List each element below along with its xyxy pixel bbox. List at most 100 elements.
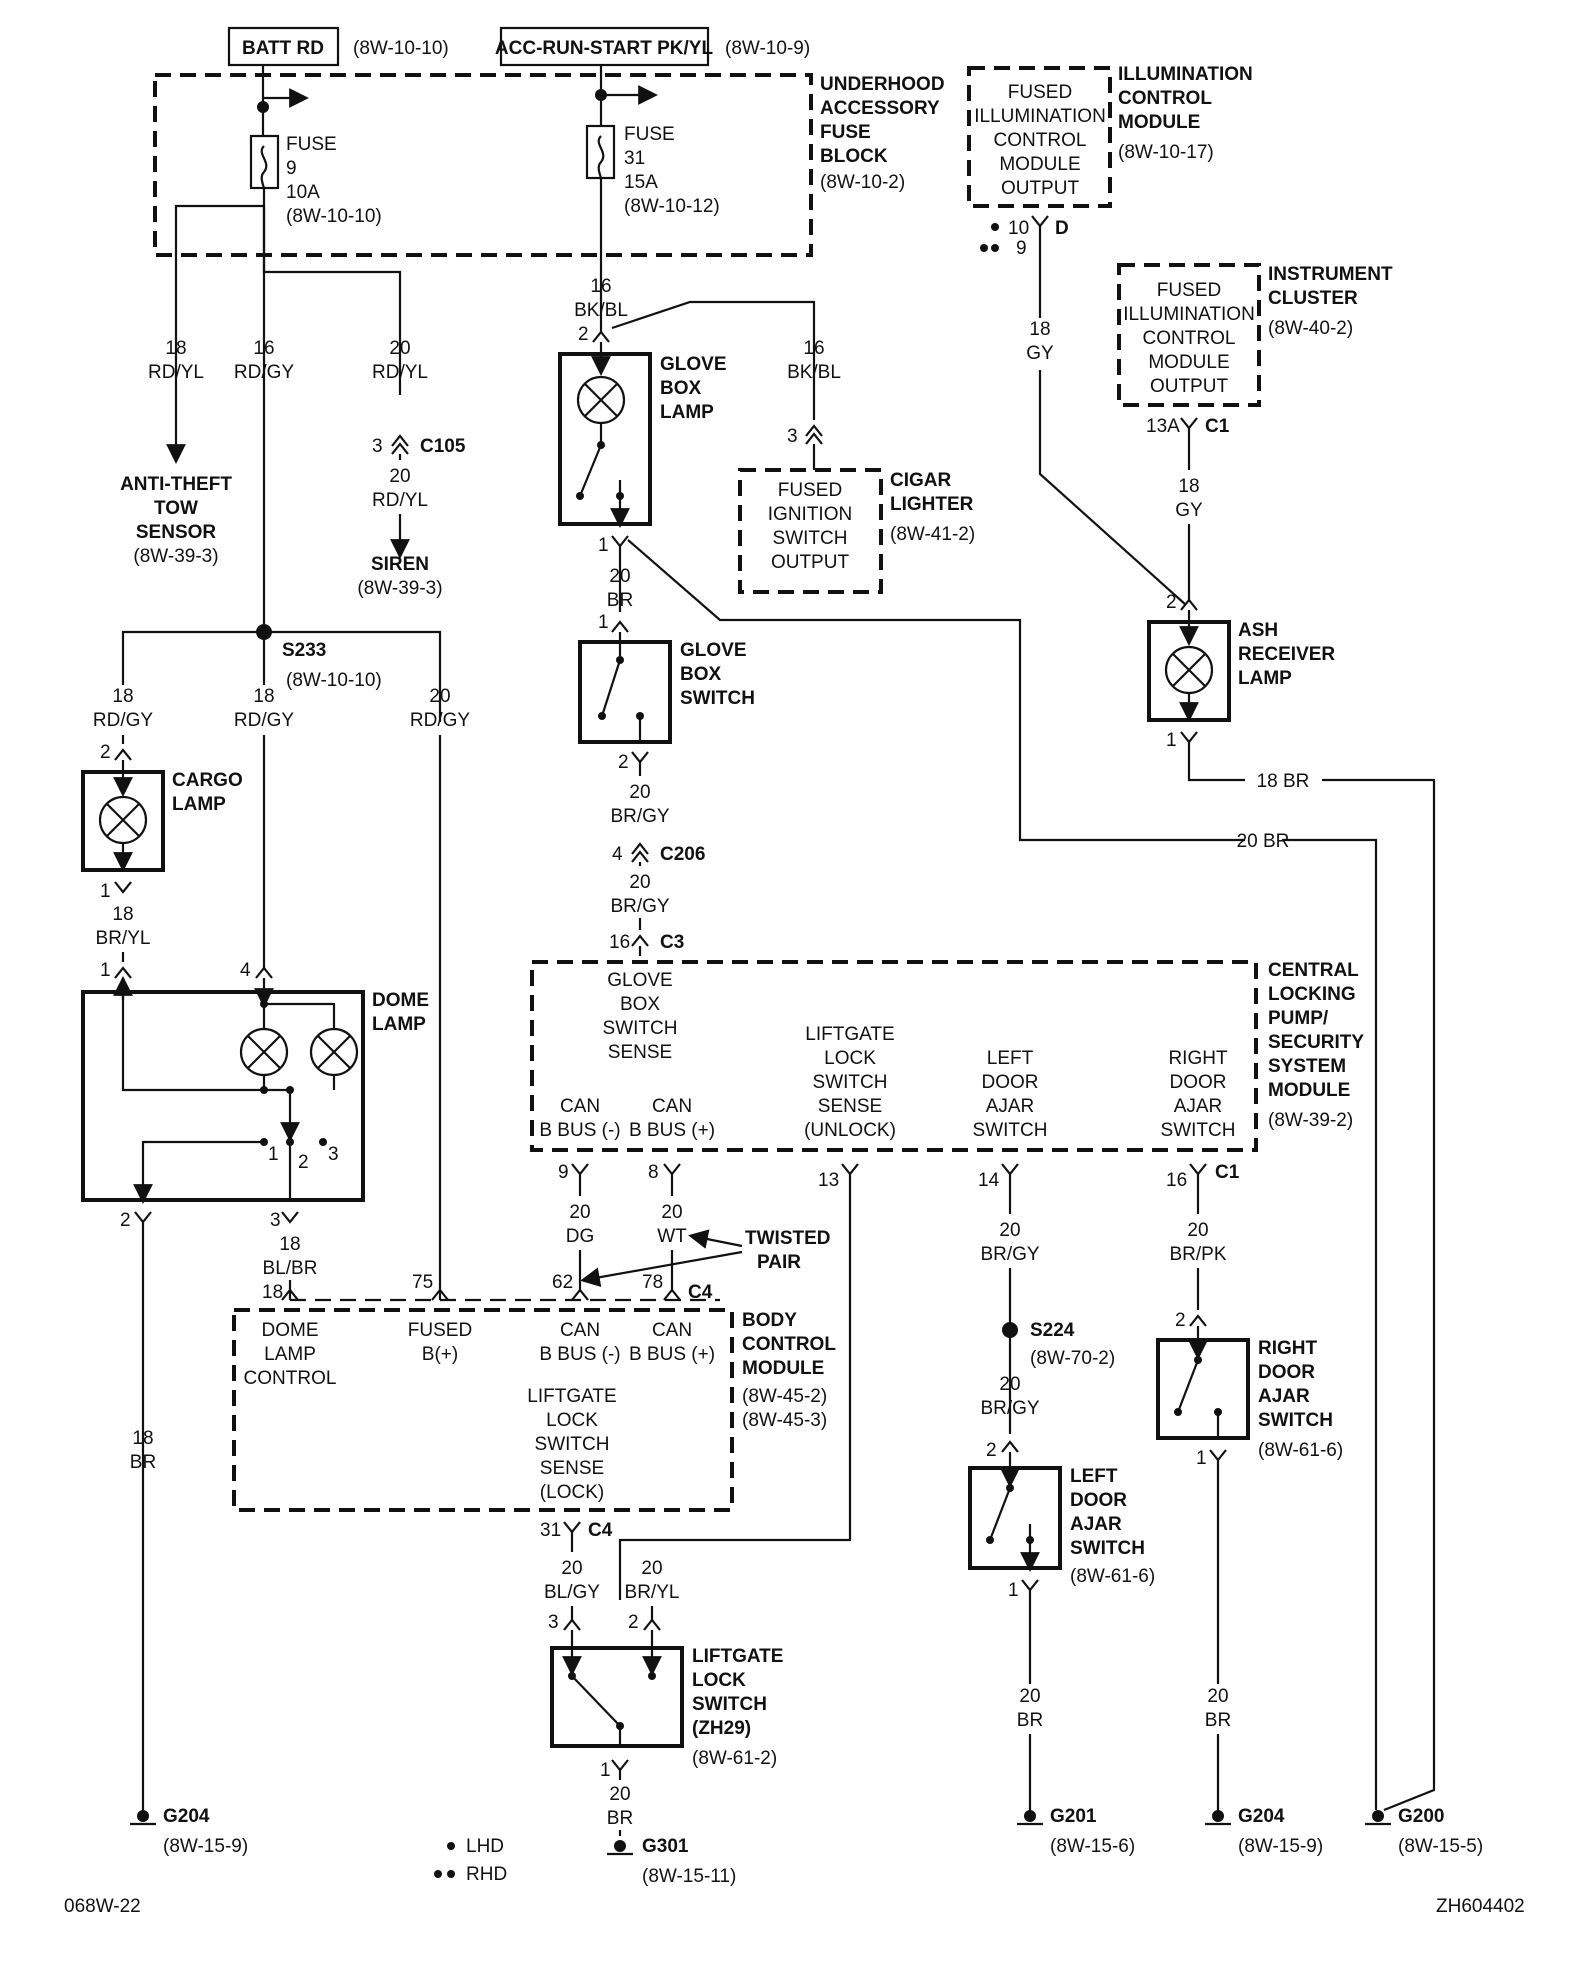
svg-text:SWITCH: SWITCH bbox=[1161, 1120, 1236, 1141]
svg-text:13A: 13A bbox=[1146, 416, 1180, 437]
svg-text:1: 1 bbox=[100, 881, 111, 902]
svg-text:(8W-70-2): (8W-70-2) bbox=[1030, 1348, 1115, 1369]
svg-text:C4: C4 bbox=[588, 1520, 613, 1541]
svg-text:PAIR: PAIR bbox=[757, 1252, 801, 1273]
splice-s224: S224 (8W-70-2) bbox=[1030, 1320, 1115, 1369]
svg-text:MODULE: MODULE bbox=[1268, 1080, 1350, 1101]
svg-text:20: 20 bbox=[1207, 1686, 1228, 1707]
svg-text:LIGHTER: LIGHTER bbox=[890, 494, 974, 515]
anti-theft-tow-sensor: ANTI-THEFT TOW SENSOR (8W-39-3) bbox=[120, 474, 232, 567]
svg-text:20: 20 bbox=[569, 1202, 590, 1223]
svg-text:LIFTGATE: LIFTGATE bbox=[692, 1646, 783, 1667]
connector-c4-31: 31 C4 bbox=[540, 1520, 613, 1541]
svg-text:AJAR: AJAR bbox=[1174, 1096, 1223, 1117]
svg-text:SWITCH: SWITCH bbox=[680, 688, 755, 709]
body-control-module: DOME LAMP CONTROL FUSED B(+) CAN B BUS (… bbox=[232, 1308, 836, 1512]
svg-text:S233: S233 bbox=[282, 640, 326, 661]
cigar-connector-3: 3 bbox=[787, 424, 823, 447]
svg-text:IGNITION: IGNITION bbox=[768, 504, 852, 525]
svg-text:20: 20 bbox=[389, 466, 410, 487]
svg-text:DOME: DOME bbox=[372, 990, 429, 1011]
ground-g301: G301 (8W-15-11) bbox=[607, 1836, 736, 1887]
svg-text:31: 31 bbox=[540, 1520, 561, 1541]
svg-text:BATT RD: BATT RD bbox=[242, 38, 324, 59]
svg-text:B(+): B(+) bbox=[422, 1344, 458, 1365]
svg-text:18: 18 bbox=[1178, 476, 1199, 497]
svg-text:(8W-45-3): (8W-45-3) bbox=[742, 1410, 827, 1431]
svg-text:(8W-10-10): (8W-10-10) bbox=[286, 206, 382, 227]
svg-text:9: 9 bbox=[1016, 238, 1027, 259]
svg-text:16: 16 bbox=[253, 338, 274, 359]
svg-text:3: 3 bbox=[787, 426, 798, 447]
svg-text:OUTPUT: OUTPUT bbox=[1150, 376, 1229, 397]
svg-text:CARGO: CARGO bbox=[172, 770, 243, 791]
svg-text:BR: BR bbox=[1017, 1710, 1043, 1731]
svg-text:BOX: BOX bbox=[680, 664, 722, 685]
cargo-lamp: CARGO LAMP bbox=[81, 760, 243, 872]
svg-text:C206: C206 bbox=[660, 844, 705, 865]
svg-text:SWITCH: SWITCH bbox=[1258, 1410, 1333, 1431]
svg-text:UNDERHOOD: UNDERHOOD bbox=[820, 74, 945, 95]
svg-text:G301: G301 bbox=[642, 1836, 689, 1857]
svg-text:LAMP: LAMP bbox=[660, 402, 714, 423]
svg-text:GLOVE: GLOVE bbox=[680, 640, 747, 661]
svg-text:CENTRAL: CENTRAL bbox=[1268, 960, 1359, 981]
svg-text:1: 1 bbox=[598, 535, 609, 556]
svg-text:AJAR: AJAR bbox=[1070, 1514, 1122, 1535]
svg-text:CAN: CAN bbox=[560, 1096, 600, 1117]
dome-lamp: 1 2 3 DOME LAMP bbox=[81, 976, 429, 1204]
svg-text:BR: BR bbox=[130, 1452, 156, 1473]
svg-text:C1: C1 bbox=[1205, 416, 1230, 437]
svg-text:FUSED: FUSED bbox=[1157, 280, 1221, 301]
svg-text:(8W-61-2): (8W-61-2) bbox=[692, 1748, 777, 1769]
svg-text:RIGHT: RIGHT bbox=[1168, 1048, 1228, 1069]
svg-text:LAMP: LAMP bbox=[372, 1014, 426, 1035]
svg-text:RD/GY: RD/GY bbox=[93, 710, 154, 731]
glove-box-lamp-connector-2: 2 bbox=[578, 324, 610, 345]
svg-text:BLOCK: BLOCK bbox=[820, 146, 888, 167]
svg-text:LOCK: LOCK bbox=[824, 1048, 876, 1069]
svg-text:B BUS (-): B BUS (-) bbox=[539, 1344, 620, 1365]
svg-text:FUSE: FUSE bbox=[624, 124, 675, 145]
svg-text:SECURITY: SECURITY bbox=[1268, 1032, 1364, 1053]
svg-text:B BUS (-): B BUS (-) bbox=[539, 1120, 620, 1141]
svg-text:CAN: CAN bbox=[652, 1320, 692, 1341]
svg-text:C4: C4 bbox=[688, 1282, 713, 1303]
svg-text:AJAR: AJAR bbox=[1258, 1386, 1310, 1407]
svg-text:SYSTEM: SYSTEM bbox=[1268, 1056, 1346, 1077]
svg-text:BOX: BOX bbox=[660, 378, 702, 399]
svg-text:SWITCH: SWITCH bbox=[1070, 1538, 1145, 1559]
svg-text:FUSED: FUSED bbox=[778, 480, 842, 501]
svg-text:(8W-10-12): (8W-10-12) bbox=[624, 196, 720, 217]
svg-text:20: 20 bbox=[609, 566, 630, 587]
svg-text:(8W-61-6): (8W-61-6) bbox=[1258, 1440, 1343, 1461]
svg-text:BR: BR bbox=[607, 590, 633, 611]
svg-text:AJAR: AJAR bbox=[986, 1096, 1035, 1117]
svg-text:ASH: ASH bbox=[1238, 620, 1278, 641]
svg-text:(8W-45-2): (8W-45-2) bbox=[742, 1386, 827, 1407]
siren: SIREN (8W-39-3) bbox=[357, 554, 442, 599]
svg-text:CAN: CAN bbox=[560, 1320, 600, 1341]
svg-text:BR/PK: BR/PK bbox=[1169, 1244, 1226, 1265]
svg-text:LOCKING: LOCKING bbox=[1268, 984, 1356, 1005]
svg-text:14: 14 bbox=[978, 1170, 1000, 1191]
svg-text:BOX: BOX bbox=[620, 994, 660, 1015]
svg-text:SWITCH: SWITCH bbox=[973, 1120, 1048, 1141]
svg-text:SWITCH: SWITCH bbox=[535, 1434, 610, 1455]
svg-text:DOOR: DOOR bbox=[1170, 1072, 1227, 1093]
svg-text:1: 1 bbox=[1008, 1580, 1019, 1601]
svg-text:CIGAR: CIGAR bbox=[890, 470, 952, 491]
svg-text:FUSED: FUSED bbox=[408, 1320, 472, 1341]
svg-text:8: 8 bbox=[648, 1162, 659, 1183]
svg-text:DOOR: DOOR bbox=[1258, 1362, 1315, 1383]
svg-text:RD/GY: RD/GY bbox=[410, 710, 471, 731]
svg-text:SWITCH: SWITCH bbox=[813, 1072, 888, 1093]
svg-text:WT: WT bbox=[657, 1226, 687, 1247]
svg-text:CAN: CAN bbox=[652, 1096, 692, 1117]
svg-text:BR/GY: BR/GY bbox=[980, 1398, 1039, 1419]
svg-text:16: 16 bbox=[1166, 1170, 1187, 1191]
svg-text:(8W-39-3): (8W-39-3) bbox=[133, 546, 218, 567]
svg-text:16: 16 bbox=[803, 338, 824, 359]
